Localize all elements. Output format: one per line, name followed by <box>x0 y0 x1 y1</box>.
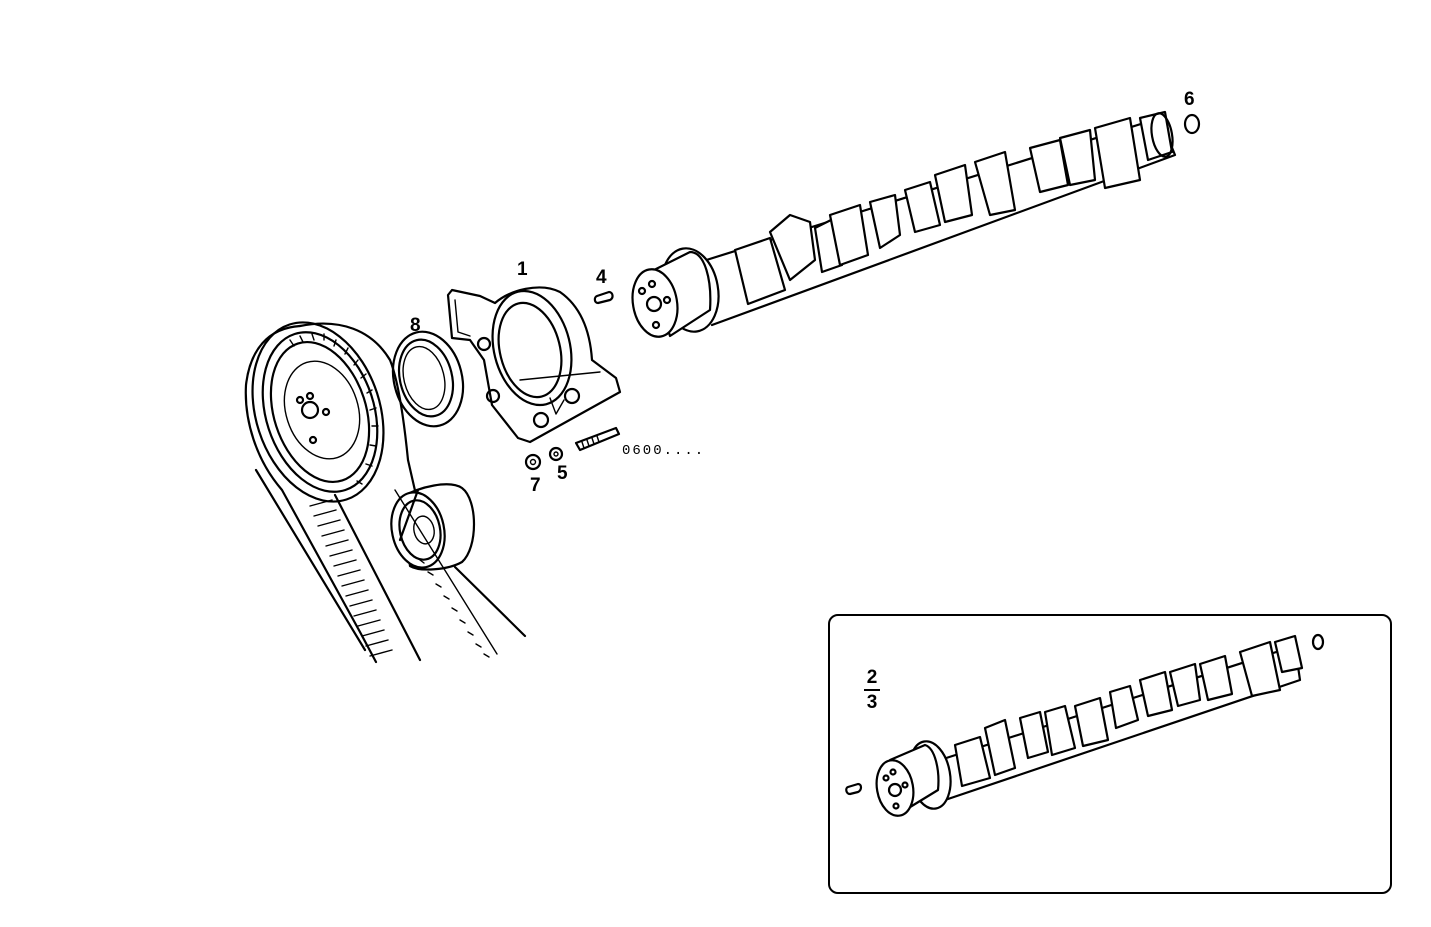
callout-6: 6 <box>1184 89 1195 110</box>
callout-1: 1 <box>517 259 528 280</box>
inset-callout-fraction: 2 3 <box>862 668 882 712</box>
inset-callout-3: 3 <box>866 692 878 713</box>
callout-7: 7 <box>530 475 541 496</box>
end-plug <box>1183 113 1201 135</box>
bearing-housing <box>446 286 622 444</box>
oil-seal-ring <box>391 330 465 428</box>
inset-callout-2: 2 <box>866 667 878 688</box>
main-camshaft <box>631 110 1177 338</box>
callout-8: 8 <box>410 315 421 336</box>
cam-lobes <box>733 110 1174 306</box>
callout-5: 5 <box>557 463 568 484</box>
fraction-bar <box>864 689 880 691</box>
belt-edge-line <box>394 489 498 655</box>
reference-code: 0600.... <box>622 443 706 459</box>
callout-4: 4 <box>596 267 607 288</box>
inset-variant-box <box>828 614 1392 894</box>
timing-belt-pulley-assembly <box>244 321 422 664</box>
inset-camshaft <box>845 633 1325 817</box>
small-fasteners <box>524 290 621 471</box>
